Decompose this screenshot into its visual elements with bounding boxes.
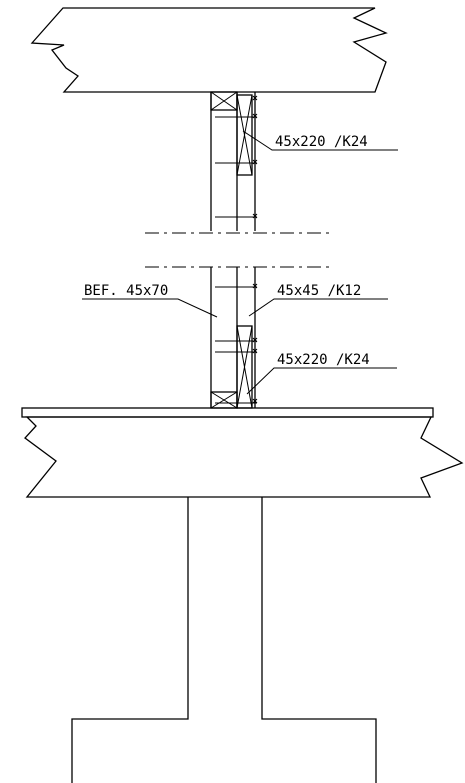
- lower-board: [236, 325, 253, 409]
- top-plate: [210, 91, 238, 111]
- label-bef-batten: BEF. 45x70: [84, 283, 168, 299]
- fasteners: [215, 95, 258, 404]
- wall-assembly: [210, 91, 258, 409]
- foundation: [71, 497, 377, 783]
- break-lines: [145, 232, 333, 268]
- upper-beam: [30, 7, 388, 93]
- label-mid-batten: 45x45 /K12: [277, 283, 361, 299]
- label-top-board: 45x220 /K24: [275, 134, 368, 150]
- bottom-plate: [210, 391, 238, 409]
- upper-board: [236, 94, 253, 176]
- floor-slab: [21, 407, 464, 498]
- label-bottom-board: 45x220 /K24: [277, 352, 370, 368]
- leader-lines: [82, 130, 398, 395]
